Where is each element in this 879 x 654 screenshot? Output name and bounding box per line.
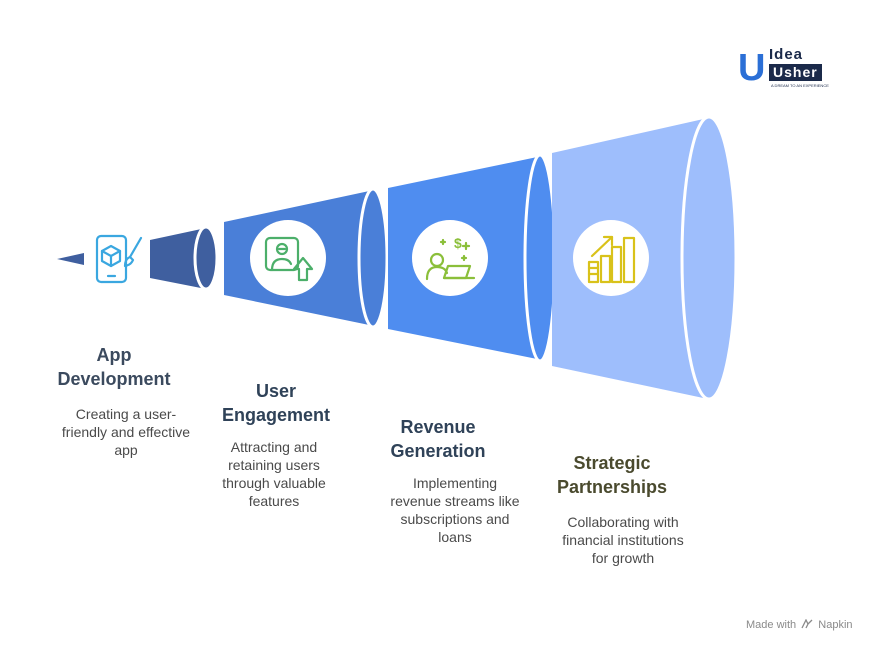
made-with-napkin-credit: Made with Napkin <box>746 618 853 632</box>
stage-description-line: loans <box>438 529 472 545</box>
user-growth-icon <box>264 236 314 282</box>
stage-description-line: friendly and effective <box>61 424 191 440</box>
stage-description-line: app <box>114 442 138 458</box>
icon-badge-revenue-generation <box>412 220 488 296</box>
stage-description-line: retaining users <box>228 457 320 473</box>
svg-text:$: $ <box>454 235 462 251</box>
stage-description-line: Creating a user- <box>75 406 177 422</box>
stage-description-line: subscriptions and <box>400 511 510 527</box>
funnel-segment-app-development <box>150 228 206 289</box>
stage-description-line: for growth <box>591 550 655 566</box>
stage-title-line: Engagement <box>221 405 331 425</box>
stage-title-line: Development <box>57 369 171 389</box>
stage-description-revenue-generation: Implementing revenue streams like subscr… <box>370 474 540 546</box>
stage-description-line: Implementing <box>412 475 498 491</box>
stage-title-line: User <box>255 381 297 401</box>
funnel-rim-strategic-partnerships <box>680 115 738 401</box>
growth-chart-icon <box>587 235 636 284</box>
mobile-app-design-icon <box>95 234 143 284</box>
funnel-tip <box>57 253 84 265</box>
stage-title-line: Revenue <box>400 417 476 437</box>
stage-title-line: Partnerships <box>556 477 668 497</box>
logo-word-usher: Usher <box>769 64 822 81</box>
logo-mark: U <box>738 47 766 89</box>
funnel-rim-app-development <box>193 225 219 291</box>
stage-title-user-engagement: User Engagement <box>206 379 346 427</box>
stage-description-strategic-partnerships: Collaborating with financial institution… <box>538 513 708 567</box>
credit-prefix: Made with <box>746 619 797 631</box>
stage-description-line: through valuable <box>222 475 326 491</box>
stage-title-app-development: App Development <box>44 343 184 391</box>
stage-description-line: revenue streams like <box>390 493 520 509</box>
stage-description-line: Collaborating with <box>567 514 679 530</box>
stage-title-line: Generation <box>390 441 486 461</box>
stage-description-line: financial institutions <box>562 532 684 548</box>
funnel-rim-user-engagement <box>357 187 389 329</box>
icon-badge-user-engagement <box>250 220 326 296</box>
stage-title-revenue-generation: Revenue Generation <box>368 415 508 463</box>
stage-title-line: App <box>96 345 132 365</box>
idea-usher-logo: U Idea Usher A DREAM TO AN EXPERIENCE <box>738 47 842 89</box>
user-revenue-laptop-icon: $ <box>425 235 476 281</box>
funnel-rim-revenue-generation <box>523 153 557 363</box>
stage-description-user-engagement: Attracting and retaining users through v… <box>194 438 354 510</box>
stage-title-line: Strategic <box>573 453 651 473</box>
stage-description-app-development: Creating a user- friendly and effective … <box>44 405 208 459</box>
credit-brand: Napkin <box>818 619 853 631</box>
stage-description-line: features <box>248 493 300 509</box>
napkin-logo-icon <box>801 619 813 629</box>
logo-word-idea: Idea <box>769 46 804 63</box>
logo-tagline: A DREAM TO AN EXPERIENCE <box>771 83 829 88</box>
stage-description-line: Attracting and <box>230 439 318 455</box>
stage-title-strategic-partnerships: Strategic Partnerships <box>532 451 692 499</box>
